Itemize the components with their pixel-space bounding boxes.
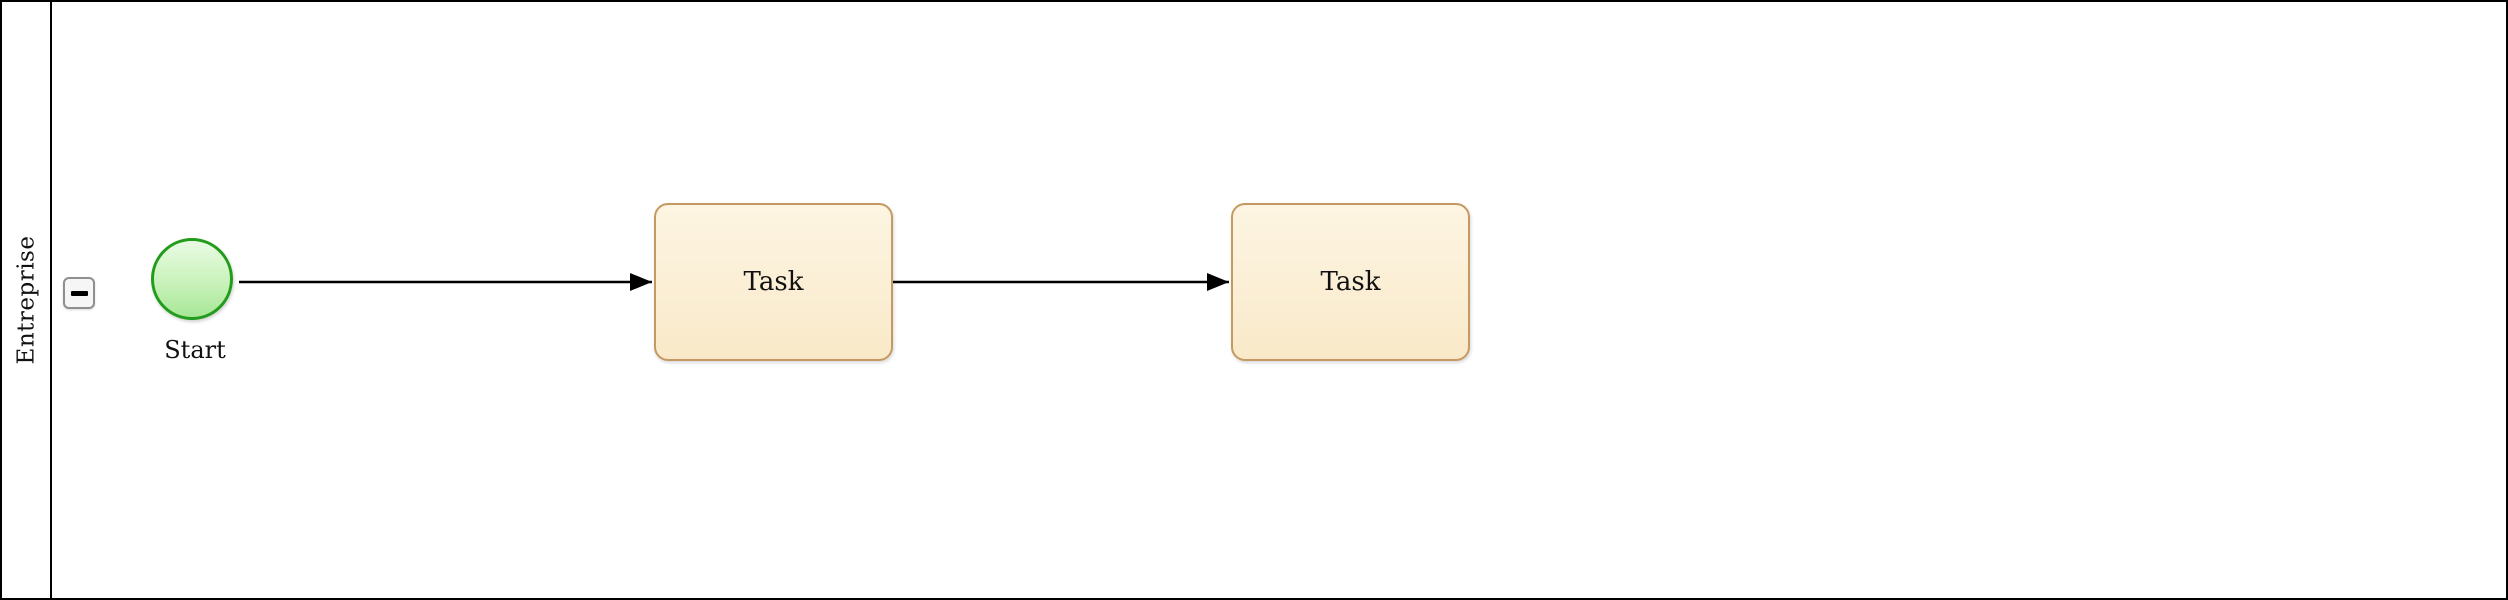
pool-label-band: Entreprise — [2, 2, 52, 598]
pool-collapse-button[interactable] — [63, 277, 95, 309]
task-node-1[interactable]: Task — [654, 203, 893, 361]
minus-icon — [70, 290, 88, 296]
task-node-2[interactable]: Task — [1231, 203, 1470, 361]
task-2-label: Task — [1320, 267, 1381, 297]
start-event-node[interactable] — [151, 238, 233, 320]
start-event-label: Start — [164, 336, 226, 364]
task-1-label: Task — [743, 267, 804, 297]
